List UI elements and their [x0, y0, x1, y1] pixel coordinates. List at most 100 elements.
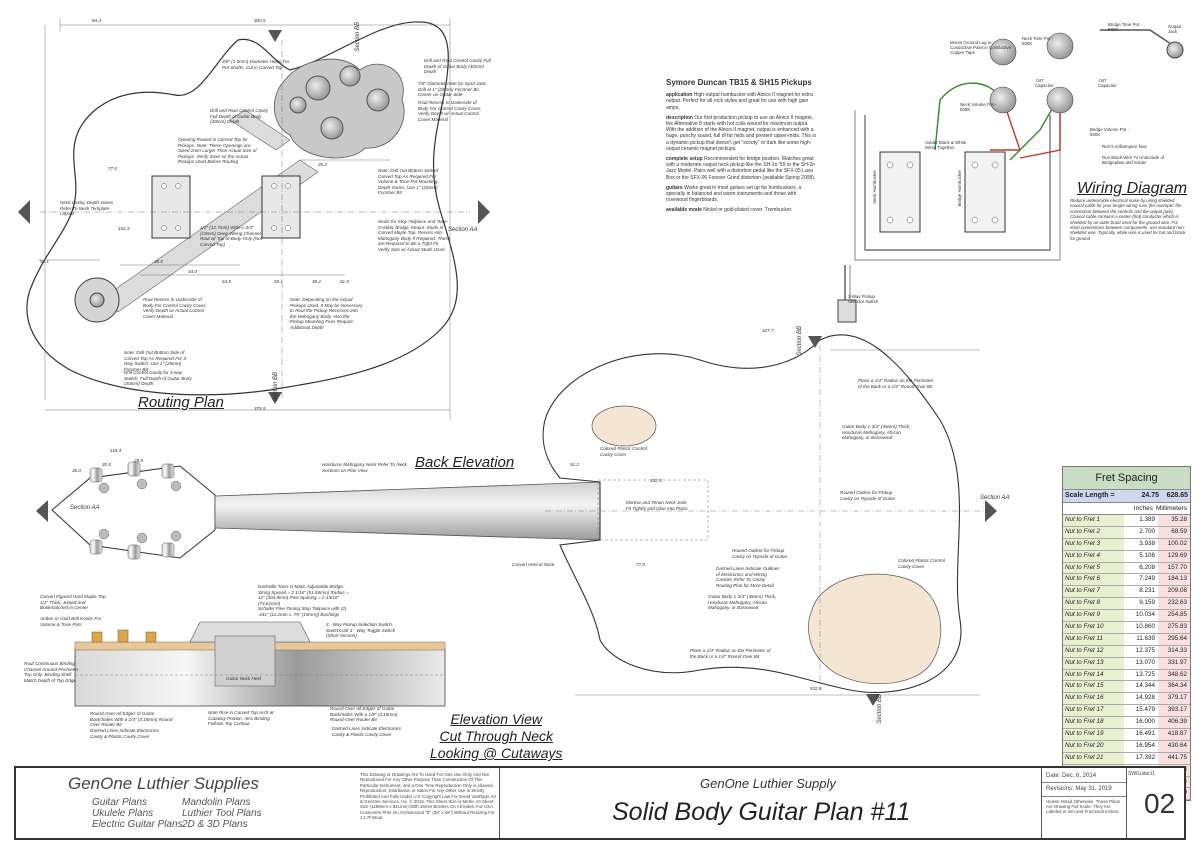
wiring-bridge-volume-label: Bridge Volume Pot - 500K — [1090, 127, 1130, 138]
wiring-neck-volume-label: Neck Volume Pot - 500K — [960, 102, 997, 113]
fret-spacing-title: Fret Spacing — [1063, 467, 1190, 490]
note-radius-back-2: Place a 1/4" Radius on the Perimeter of … — [690, 648, 771, 659]
dimension-label: 300.5 — [254, 18, 266, 23]
note-nashville: Nashville Tune-O-Matic Adjustable Bridge… — [258, 584, 349, 606]
wiring-cap1-label: .047 Capacitor — [1035, 78, 1054, 89]
wiring-bridge-tone-label: Bridge Tone Pot - 500K — [1108, 22, 1142, 33]
scale-length-row: Scale Length = 24.75 628.65 — [1063, 490, 1190, 503]
fret-label: Nut to Fret 5 — [1063, 562, 1124, 574]
fret-mm: 232.63 — [1158, 598, 1190, 610]
brand-name: GenOne Luthier Supplies — [68, 774, 259, 793]
note-round-over: Round-Over All Edges of Guitar Back/Side… — [90, 711, 174, 728]
fret-inches: 16.491 — [1124, 729, 1158, 740]
fret-mm: 406.39 — [1158, 717, 1190, 729]
fret-mm: 209.08 — [1158, 586, 1190, 598]
elevation-section — [74, 621, 446, 707]
fret-inches: 16.954 — [1124, 740, 1158, 752]
section-label: Section AA — [448, 227, 478, 233]
fret-inches: 11.639 — [1124, 633, 1158, 645]
note-rout-underside: Rout Recess In Underside of Body For Con… — [143, 297, 207, 319]
wiring-neck-tone-label: Neck Tone Pot - 500K — [1022, 36, 1054, 47]
dimension-label: 38.2 — [312, 279, 321, 284]
dimension-label: 29.8 — [134, 458, 143, 463]
fret-label: Nut to Fret 1 — [1063, 515, 1124, 526]
sheet-number: 02 — [1144, 788, 1176, 819]
fret-inches: 9.159 — [1124, 598, 1158, 610]
fret-mm: 418.87 — [1158, 729, 1190, 740]
pots — [989, 32, 1074, 114]
back-elevation — [36, 334, 997, 706]
dimension-label: 102.3 — [118, 226, 130, 231]
wiring-solder-label: Solder Black & White Wires Together — [925, 140, 967, 151]
note-colored-plastic-2: Colored Plastic Control Cavity Cover — [898, 558, 945, 569]
dimension-label: 84.4 — [92, 18, 101, 23]
note-guitar-body: Guitar Body 1-3/4" (45mm) Thick, Hondura… — [842, 424, 911, 441]
elevation-view-heading: Elevation View Cut Through Neck Looking … — [430, 711, 563, 761]
fret-mm: 184.13 — [1158, 574, 1190, 586]
fret-label: Nut to Fret 12 — [1063, 645, 1124, 657]
wiring-bare-wire-label: Run Black Wire To Underside of Bridgepla… — [1102, 155, 1165, 166]
note-studs: Studs for Stop Tailpiece and Tune-O-Mati… — [378, 219, 451, 252]
fret-mm: 441.75 — [1158, 752, 1190, 764]
wiring-diagram-heading: Wiring Diagram — [1077, 180, 1188, 197]
note-colored-plastic: Colored Plastic Control Cavity Cover — [600, 446, 647, 457]
fret-mm: 35.28 — [1158, 515, 1190, 526]
dimension-label: 36.0 — [72, 468, 81, 473]
wiring-switch-label: 3-Way Pickup Selector Switch — [848, 294, 879, 305]
dimension-label: 375.5 — [254, 406, 266, 411]
note-rout-binding: Rout Continuous Binding Channel Around P… — [24, 661, 79, 683]
note-mahogany-neck: Honduras Mahogany Neck Refer To Neck Sec… — [322, 462, 407, 473]
note-neck-cavity: Neck Cavity, Depth Varies Refer To Neck … — [60, 200, 114, 217]
brand-links-left: Guitar Plans Ukulele Plans Electric Guit… — [92, 797, 183, 830]
plan-date: Date: Dec. 6, 2014 — [1046, 773, 1097, 779]
fret-mm: 364.34 — [1158, 681, 1190, 693]
dimension-label: 77.0 — [636, 562, 645, 567]
fret-inches: 5.106 — [1124, 550, 1158, 562]
fret-inches: 10.860 — [1124, 622, 1158, 633]
fret-inches: 12.375 — [1124, 645, 1158, 657]
wiring-cap2-label: .047 Capacitor — [1098, 78, 1117, 89]
wiring-output-jack-label: Output Jack — [1168, 24, 1182, 35]
fret-table-header: Inches Millimeters — [1063, 503, 1190, 515]
note-drill-control: Drill and Rout Control Cavity Full Depth… — [210, 108, 268, 125]
section-label: Section BB — [273, 371, 280, 402]
fret-inches: 8.231 — [1124, 586, 1158, 598]
fret-mm: 275.83 — [1158, 622, 1190, 633]
fret-mm: 430.64 — [1158, 740, 1190, 752]
scale-note: Unless Noted Otherwise, These Plans Are … — [1046, 799, 1121, 815]
legal-notice: This Drawing or Drawings Are To Used For… — [360, 772, 497, 821]
wiring-shield-label: Run 5 milliampere fuse — [1102, 144, 1147, 149]
section-label: Section BB — [877, 693, 884, 724]
fret-inches: 13.725 — [1124, 669, 1158, 681]
fret-mm: 68.59 — [1158, 526, 1190, 538]
dimension-label: 30.5 — [102, 462, 111, 467]
note-curved-heel: Curved Heel at Neck — [512, 562, 555, 567]
note-guitar-body-2: Guitar Body 1-3/4" (45mm) Thick, Hondura… — [708, 594, 777, 611]
fret-inches: 16.000 — [1124, 717, 1158, 729]
wiring-ground-lug-label: Mount Ground Lug to Conductive Paint in … — [950, 40, 1012, 56]
section-label: Section BB — [797, 325, 804, 356]
fret-inches: 15.479 — [1124, 705, 1158, 717]
note-drill-switch: Note: Drill Out Bottom Side of Carved To… — [124, 350, 188, 372]
note-wire-channel: 1/2" (12.7mm) Wide x 3/4" (19mm) Deep Wi… — [200, 225, 262, 247]
fret-mm: 129.69 — [1158, 550, 1190, 562]
fret-mm: 100.02 — [1158, 538, 1190, 550]
note-drill-pots: 3/8" (1 0mm) Diameter Holes For Pot Shaf… — [222, 59, 290, 70]
note-schaller: Schaller Fine-Tuning Stop Tailpiece with… — [258, 606, 347, 617]
note-drill-bottom: Note: Drill Out Bottom Side of Carved To… — [378, 168, 439, 196]
note-round-over-2: Round-Over All Edges of Guitar Back/Side… — [330, 706, 398, 723]
company-name: GenOne Luthier Supply — [700, 776, 836, 791]
fret-mm: 157.70 — [1158, 562, 1190, 574]
fret-inches: 14.928 — [1124, 693, 1158, 705]
